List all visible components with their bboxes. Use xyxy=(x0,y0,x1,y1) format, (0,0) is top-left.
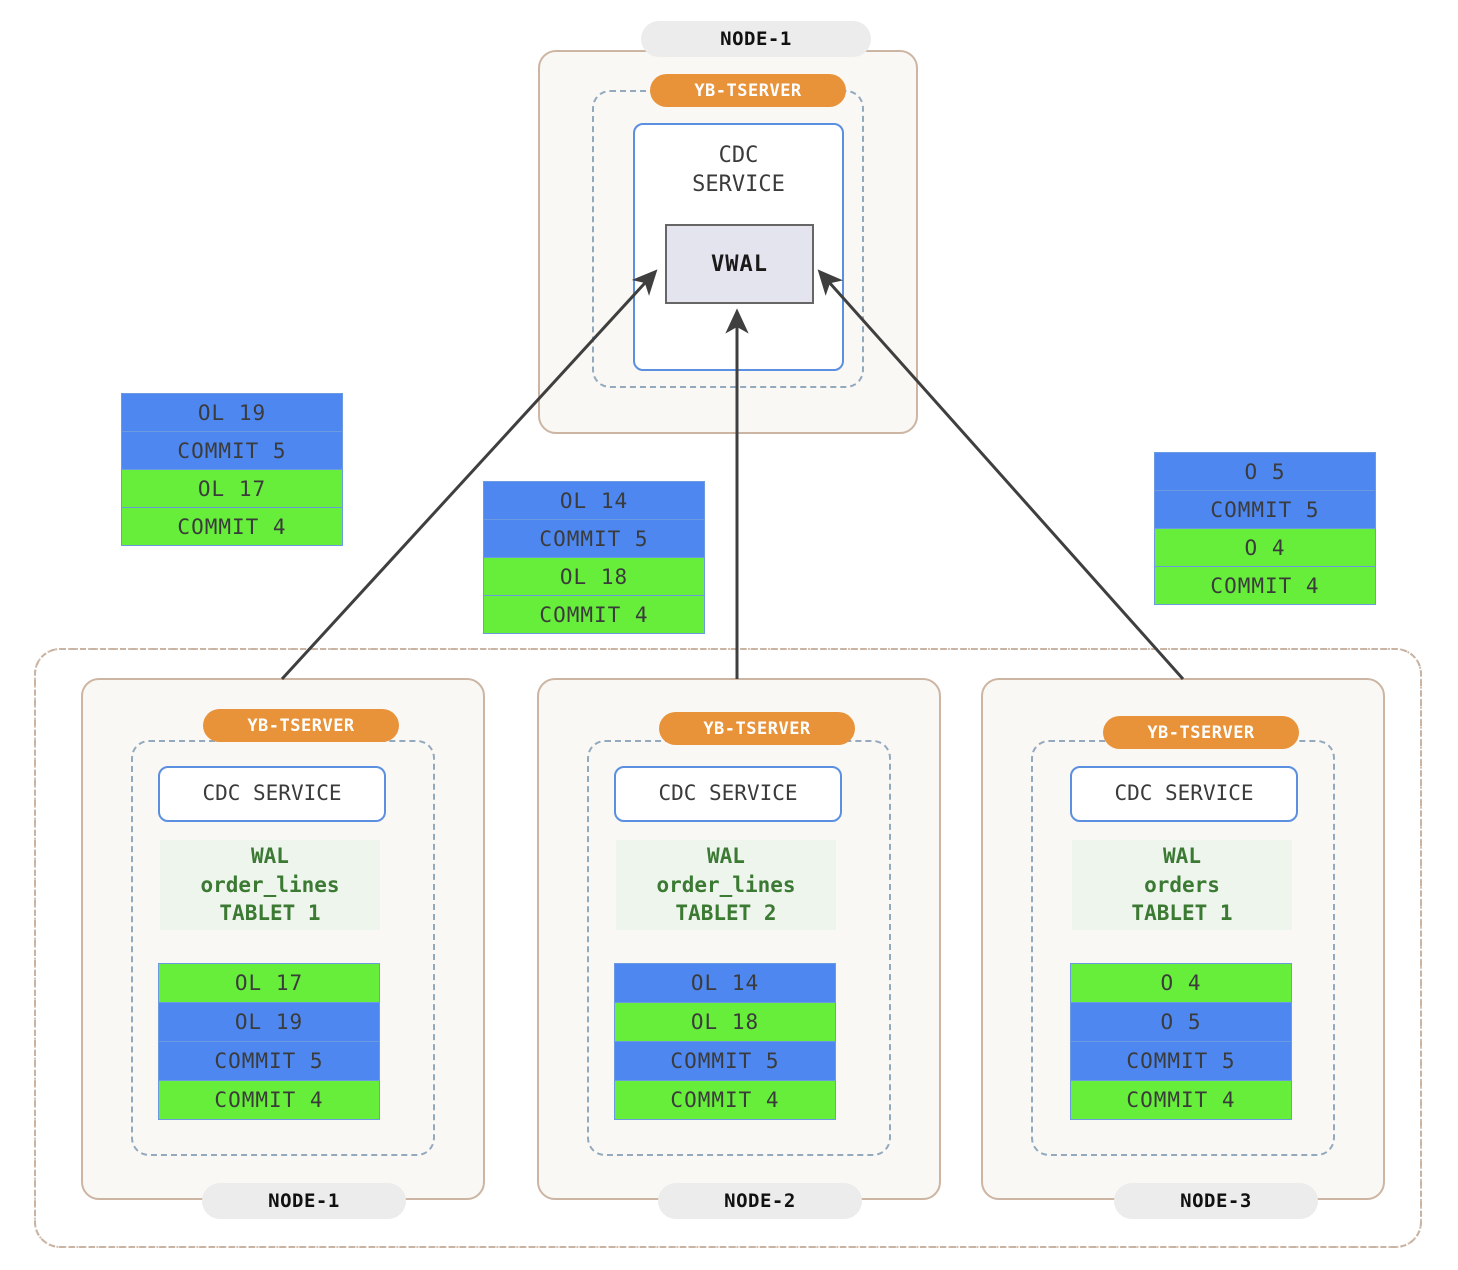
cluster-node-2-tserver-pill: YB-TSERVER xyxy=(659,712,855,745)
record-row: COMMIT 4 xyxy=(158,1080,380,1120)
record-row: O 4 xyxy=(1154,528,1376,567)
cluster-node-3-cdc-box: CDC SERVICE xyxy=(1070,766,1298,822)
cluster-node-1-label: NODE-1 xyxy=(202,1183,406,1219)
record-row: COMMIT 5 xyxy=(1154,490,1376,529)
record-row: COMMIT 5 xyxy=(614,1041,836,1081)
record-row: COMMIT 5 xyxy=(158,1041,380,1081)
cluster-node-2-cdc-label: CDC SERVICE xyxy=(658,781,798,806)
record-row: COMMIT 4 xyxy=(1154,566,1376,605)
record-row: COMMIT 5 xyxy=(1070,1041,1292,1081)
cluster-node-3-tserver-pill: YB-TSERVER xyxy=(1103,716,1299,749)
record-row: COMMIT 5 xyxy=(483,519,705,558)
record-row: OL 19 xyxy=(121,393,343,432)
cluster-node-2-wal-box: WAL order_lines TABLET 2 xyxy=(616,840,836,930)
top-node-label: NODE-1 xyxy=(641,21,871,57)
record-row: OL 17 xyxy=(121,469,343,508)
cluster-node-2-wal-label: WAL order_lines TABLET 2 xyxy=(656,843,796,926)
record-row: COMMIT 5 xyxy=(121,431,343,470)
record-row: O 5 xyxy=(1070,1002,1292,1042)
top-tserver-pill: YB-TSERVER xyxy=(650,74,846,107)
record-row: O 5 xyxy=(1154,452,1376,491)
cluster-node-1-tserver-pill: YB-TSERVER xyxy=(203,709,399,742)
cluster-node-2-cdc-box: CDC SERVICE xyxy=(614,766,842,822)
cluster-node-3-label: NODE-3 xyxy=(1114,1183,1318,1219)
cluster-node-1-wal-label: WAL order_lines TABLET 1 xyxy=(200,843,340,926)
record-row: O 4 xyxy=(1070,963,1292,1003)
vwal-box: VWAL xyxy=(665,224,814,304)
record-row: COMMIT 4 xyxy=(1070,1080,1292,1120)
cluster-node-3-wal-label: WAL orders TABLET 1 xyxy=(1131,843,1233,926)
record-row: OL 14 xyxy=(614,963,836,1003)
record-row: OL 14 xyxy=(483,481,705,520)
record-row: OL 19 xyxy=(158,1002,380,1042)
cluster-node-3-wal-box: WAL orders TABLET 1 xyxy=(1072,840,1292,930)
cluster-node-2-label: NODE-2 xyxy=(658,1183,862,1219)
record-row: OL 17 xyxy=(158,963,380,1003)
cluster-node-1-cdc-label: CDC SERVICE xyxy=(202,781,342,806)
record-row: COMMIT 4 xyxy=(614,1080,836,1120)
record-row: COMMIT 4 xyxy=(483,595,705,634)
top-cdc-service-label: CDC SERVICE xyxy=(692,143,785,198)
cluster-node-3-cdc-label: CDC SERVICE xyxy=(1114,781,1254,806)
record-row: COMMIT 4 xyxy=(121,507,343,546)
cluster-node-1-cdc-box: CDC SERVICE xyxy=(158,766,386,822)
record-row: OL 18 xyxy=(483,557,705,596)
record-row: OL 18 xyxy=(614,1002,836,1042)
cluster-node-1-wal-box: WAL order_lines TABLET 1 xyxy=(160,840,380,930)
cluster-outline xyxy=(34,648,1422,1248)
